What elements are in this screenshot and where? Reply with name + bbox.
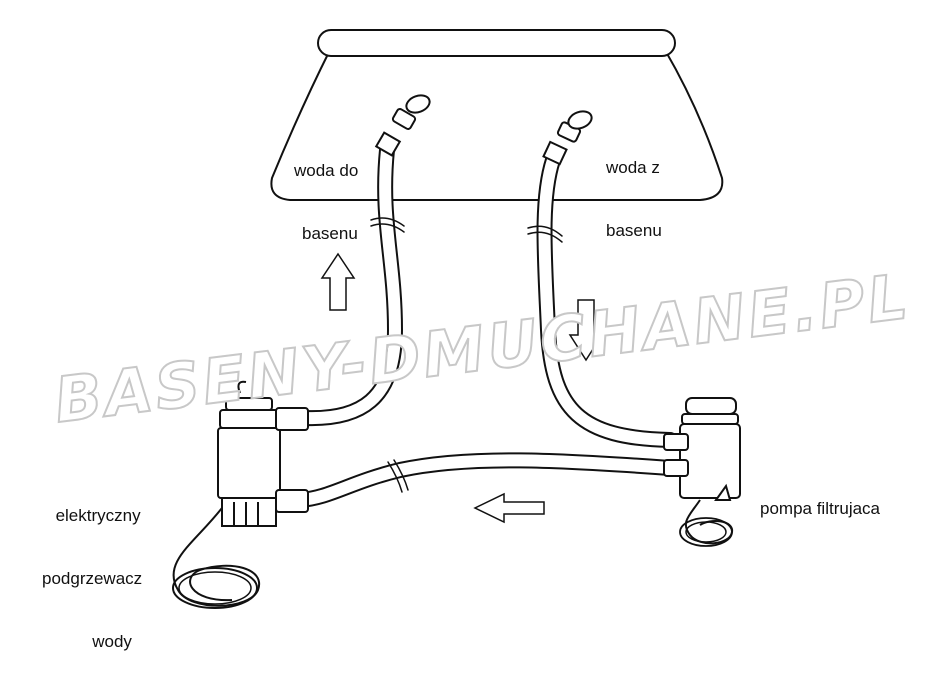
pool-outlet-fitting — [542, 110, 593, 166]
pool-ring — [317, 29, 676, 57]
label-filter-pump: pompa filtrujaca — [760, 499, 881, 518]
label-water-to-pool: woda do basenu — [294, 161, 359, 243]
electric-heater — [172, 380, 309, 609]
hose-from-pool — [527, 152, 678, 448]
pump-power-cord — [684, 499, 734, 545]
flow-arrow-left — [473, 492, 545, 524]
pool-heater-diagram: BASENY-DMUCHANE.PL — [49, 29, 915, 609]
hose-to-pool — [297, 142, 405, 427]
label-water-from-pool: woda z basenu — [606, 158, 662, 240]
flow-arrow-down — [568, 299, 604, 362]
flow-arrow-up — [320, 252, 356, 311]
watermark-text: BASENY-DMUCHANE.PL — [50, 260, 914, 437]
filter-pump — [663, 397, 741, 547]
label-electric-heater: elektryczny podgrzewacz wody — [42, 506, 143, 651]
pool-inlet-fitting — [374, 94, 431, 157]
hose-pump-to-heater — [292, 452, 678, 508]
